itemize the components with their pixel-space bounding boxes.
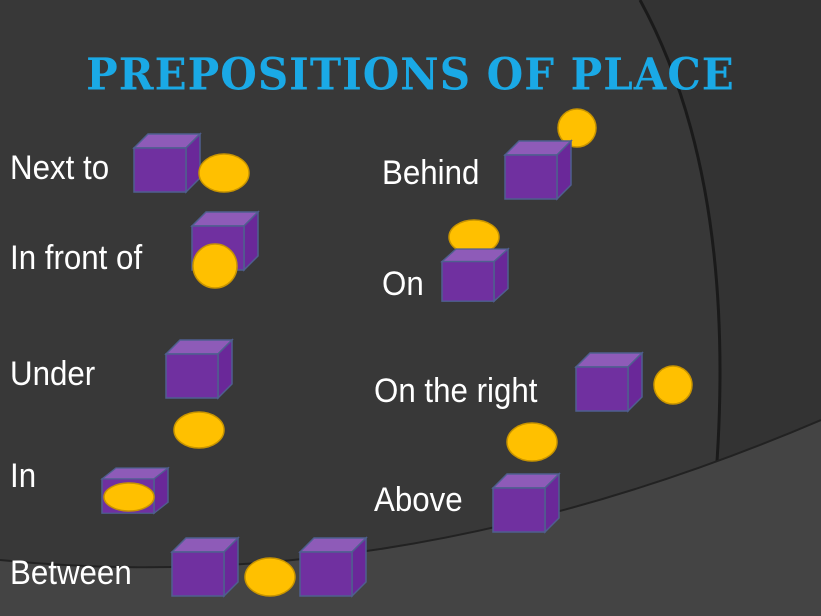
ball-behind xyxy=(557,108,597,148)
cube-on-the-right xyxy=(575,352,643,412)
cube-between-left xyxy=(171,537,239,597)
ball-between xyxy=(244,557,296,597)
label-next-to: Next to xyxy=(10,149,110,187)
label-behind: Behind xyxy=(382,154,480,192)
cube-next-to xyxy=(133,133,201,193)
cube-between-right xyxy=(299,537,367,597)
cube-under xyxy=(165,339,233,399)
ball-above xyxy=(506,422,558,462)
ball-next-to xyxy=(198,153,250,193)
label-above: Above xyxy=(374,481,463,519)
label-on-the-right: On the right xyxy=(374,372,538,410)
page-title: PREPOSITIONS OF PLACE xyxy=(86,48,735,101)
label-between: Between xyxy=(10,554,132,592)
ball-in xyxy=(103,482,155,512)
cube-on xyxy=(441,248,509,302)
label-under: Under xyxy=(10,355,96,393)
label-in: In xyxy=(10,457,37,495)
ball-on-the-right xyxy=(653,365,693,405)
cube-behind xyxy=(504,140,572,200)
cube-above xyxy=(492,473,560,533)
ball-in-front-of xyxy=(192,243,238,289)
ball-under xyxy=(173,411,225,449)
label-in-front-of: In front of xyxy=(10,239,143,277)
label-on: On xyxy=(382,265,424,303)
